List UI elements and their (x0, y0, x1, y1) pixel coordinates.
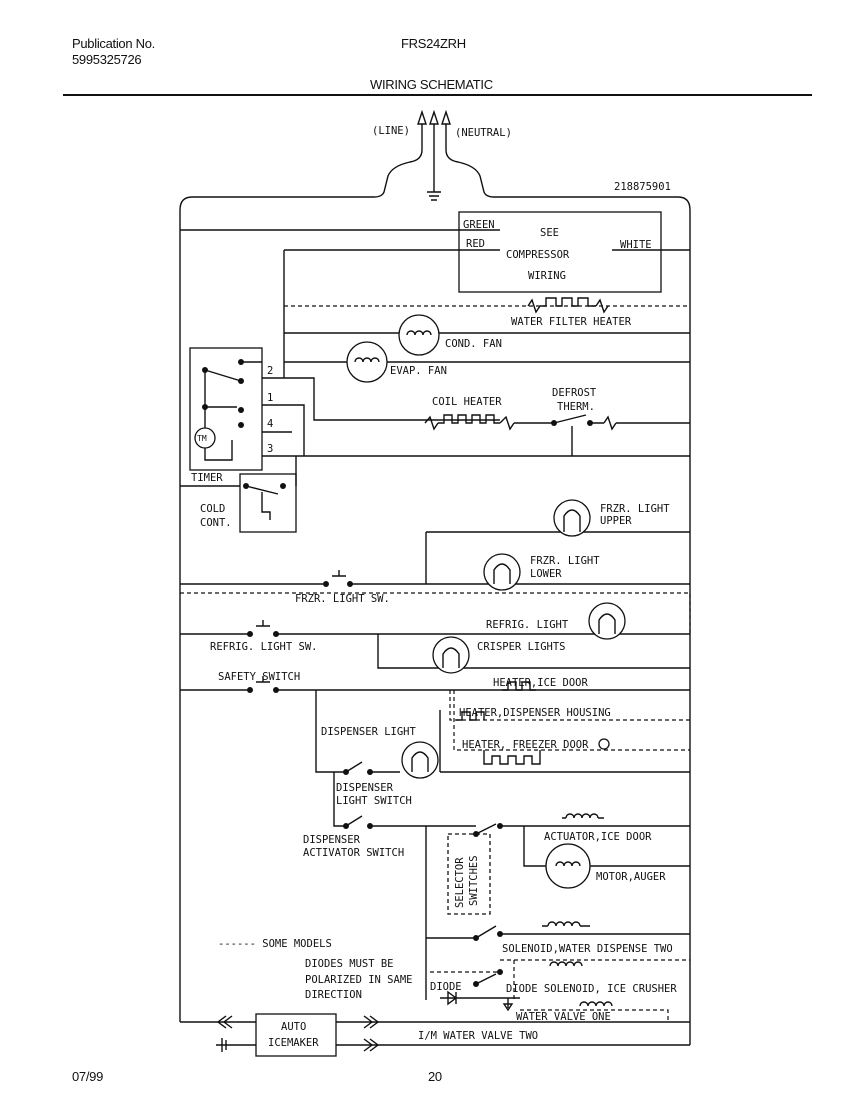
defrost-label: DEFROST (552, 387, 597, 399)
timer-terminal-2: 2 (267, 365, 273, 377)
dispenser-activator-label-1: DISPENSER (303, 834, 361, 846)
im-water-valve-two-label: I/M WATER VALVE TWO (418, 1030, 538, 1042)
timer-terminal-4: 4 (267, 418, 273, 430)
compressor-wiring-label: WIRING (528, 270, 566, 282)
compressor-see-label: SEE (540, 227, 559, 239)
frzr-light-lower-label-1: FRZR. LIGHT (530, 555, 600, 567)
cold-control (239, 473, 297, 533)
coil-heater-label: COIL HEATER (432, 396, 502, 408)
frzr-light-sw-label: FRZR. LIGHT SW. (295, 593, 390, 605)
page-title: WIRING SCHEMATIC (370, 77, 493, 92)
compressor-red-label: RED (466, 238, 485, 250)
note-line-1: DIODES MUST BE (305, 958, 394, 970)
heater-ice-door-label: HEATER,ICE DOOR (493, 677, 589, 689)
solenoid-water-dispense-two-coil (542, 921, 590, 927)
auto-icemaker-label-2: ICEMAKER (268, 1037, 319, 1049)
compressor-name-label: COMPRESSOR (506, 249, 570, 261)
line-label: (LINE) (372, 125, 410, 137)
refrig-light-bulb (588, 602, 626, 640)
diode-solenoid-ice-crusher-label: DIODE SOLENOID, ICE CRUSHER (506, 983, 677, 995)
selector-switches (447, 833, 491, 915)
water-valve-one-label: WATER VALVE ONE (516, 1011, 611, 1023)
frzr-light-lower-bulb (483, 553, 521, 591)
heater-freezer-door-copyright-mark (598, 738, 610, 750)
page-number: 20 (428, 1069, 442, 1084)
solenoid-ice-crusher-coil (549, 961, 583, 967)
defrost-therm (553, 414, 690, 456)
model-number: FRS24ZRH (401, 36, 466, 51)
note-line-2: POLARIZED IN SAME (305, 974, 412, 986)
dispenser-light-bulb (401, 741, 439, 779)
timer (189, 250, 690, 471)
crisper-light-bulb (432, 636, 470, 674)
dispenser-activator-switch (345, 815, 476, 1000)
dispenser-light-switch (333, 761, 363, 827)
water-filter-heater-label: WATER FILTER HEATER (511, 316, 632, 328)
coil-heater (424, 414, 554, 431)
compressor-white-label: WHITE (620, 239, 652, 251)
evap-fan-motor (346, 341, 388, 383)
motor-auger-label: MOTOR,AUGER (596, 871, 666, 883)
selector-label-1: SELECTOR (454, 857, 466, 908)
defrost-therm-label: THERM. (557, 401, 595, 413)
safety-switch-label: SAFETY SWITCH (218, 671, 300, 683)
heater-dispenser-housing-label: HEATER,DISPENSER HOUSING (459, 707, 611, 719)
heater-freezer-door-label: HEATER, FREEZER DOOR (462, 739, 589, 751)
heater-freezer-door (483, 750, 541, 765)
auto-icemaker (255, 1013, 337, 1057)
evap-fan-label: EVAP. FAN (390, 365, 447, 377)
actuator-ice-door-coil (562, 813, 604, 819)
cond-fan-motor (398, 314, 440, 356)
note-line-3: DIRECTION (305, 989, 362, 1001)
timer-terminal-1: 1 (267, 392, 273, 404)
diode-label: DIODE (430, 981, 462, 993)
frzr-light-upper-bulb (553, 499, 591, 537)
some-models-legend: ------ SOME MODELS (218, 938, 332, 950)
frzr-light-upper-label-1: FRZR. LIGHT (600, 503, 670, 515)
dispenser-light-switch-label-1: DISPENSER (336, 782, 394, 794)
neutral-label: (NEUTRAL) (455, 127, 512, 139)
dispenser-light-switch-label-2: LIGHT SWITCH (336, 795, 412, 807)
refrig-light-sw-label: REFRIG. LIGHT SW. (210, 641, 317, 653)
compressor-box (180, 211, 690, 293)
solenoid-water-dispense-two-label: SOLENOID,WATER DISPENSE TWO (502, 943, 673, 955)
frzr-light-switch (332, 570, 346, 577)
diode (440, 990, 520, 1006)
cold-cont-label-2: CONT. (200, 517, 232, 529)
dispenser-activator-label-2: ACTIVATOR SWITCH (303, 847, 404, 859)
heater-dispenser-housing (456, 711, 485, 721)
publication-number: 5995325726 (72, 52, 142, 67)
crisper-lights-label: CRISPER LIGHTS (477, 641, 566, 653)
timer-label: TIMER (191, 472, 223, 484)
actuator-ice-door-label: ACTUATOR,ICE DOOR (544, 831, 652, 843)
dispenser-light-label: DISPENSER LIGHT (321, 726, 417, 738)
power-input (179, 109, 691, 1045)
motor-auger (545, 843, 591, 889)
diode-2 (502, 998, 514, 1012)
timer-tm-label: TM (197, 434, 207, 443)
cold-cont-label-1: COLD (200, 503, 225, 515)
part-number: 218875901 (614, 181, 671, 193)
refrig-light-label: REFRIG. LIGHT (486, 619, 569, 631)
timer-terminal-3: 3 (267, 443, 273, 455)
auto-icemaker-label-1: AUTO (281, 1021, 306, 1033)
frzr-light-lower-label-2: LOWER (530, 568, 562, 580)
cond-fan-label: COND. FAN (445, 338, 502, 350)
refrig-light-switch (256, 620, 270, 627)
water-filter-heater-element (527, 297, 609, 314)
selector-label-2: SWITCHES (468, 855, 480, 906)
heater-ice-door (502, 681, 536, 691)
compressor-green-label: GREEN (463, 219, 495, 231)
safety-switch (256, 676, 270, 683)
water-valve-one-coil (579, 1001, 613, 1007)
header-rule (63, 94, 812, 96)
footer-date: 07/99 (72, 1069, 104, 1084)
frzr-light-upper-label-2: UPPER (600, 515, 632, 527)
publication-label: Publication No. (72, 36, 155, 51)
